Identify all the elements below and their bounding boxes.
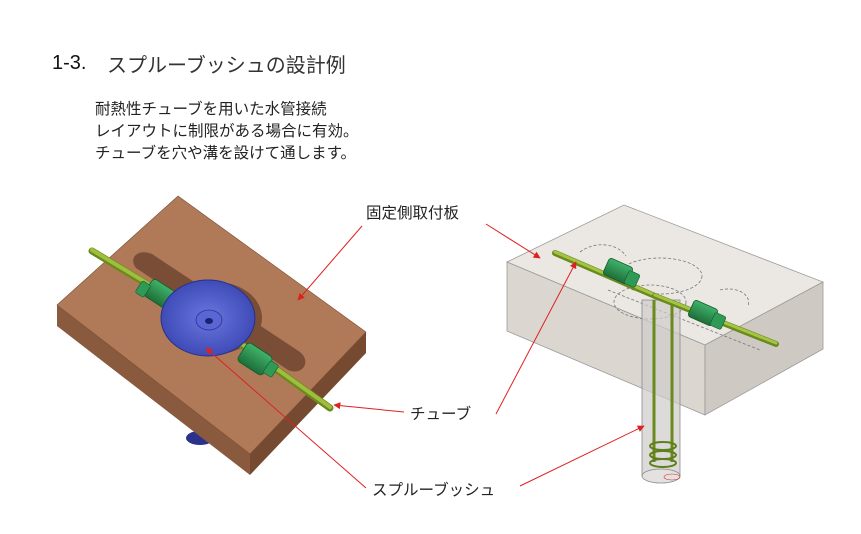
description-line-3: チューブを穴や溝を設けて通します。	[95, 144, 357, 162]
left-assembly	[56, 195, 367, 475]
fitting-right	[237, 342, 279, 378]
transparent-block-side	[704, 281, 824, 416]
plate-right-side	[250, 332, 366, 475]
description-line-2: レイアウトに制限がある場合に有効。	[95, 122, 359, 140]
description: 耐熱性チューブを用いた水管接続 レイアウトに制限がある場合に有効。 チューブを穴…	[95, 98, 359, 164]
arrow-tube-left	[333, 402, 405, 413]
arrow-sprue-left	[205, 347, 367, 489]
arrow-tube-right	[495, 261, 577, 415]
tube-vertical-lines	[652, 300, 674, 462]
sprue-column	[641, 299, 681, 484]
plate-front-side	[57, 305, 250, 475]
sprue-bush	[160, 279, 256, 357]
right-assembly	[506, 204, 824, 484]
description-line-1: 耐熱性チューブを用いた水管接続	[95, 100, 327, 118]
transparent-fitting-right	[688, 300, 726, 330]
tube-coils	[649, 441, 677, 468]
arrow-plate-right	[485, 223, 541, 259]
arrow-plate-left	[297, 225, 363, 301]
label-tube: チューブ	[410, 405, 472, 423]
arrow-sprue-right	[519, 425, 645, 487]
annotation-arrows	[205, 223, 645, 489]
label-fixed-plate: 固定側取付板	[366, 204, 460, 222]
page-title: スプルーブッシュの設計例	[107, 53, 346, 77]
section-number: 1-3.	[52, 52, 87, 74]
transparent-fitting-left	[603, 258, 640, 288]
label-sprue-bush: スプルーブッシュ	[372, 481, 496, 499]
